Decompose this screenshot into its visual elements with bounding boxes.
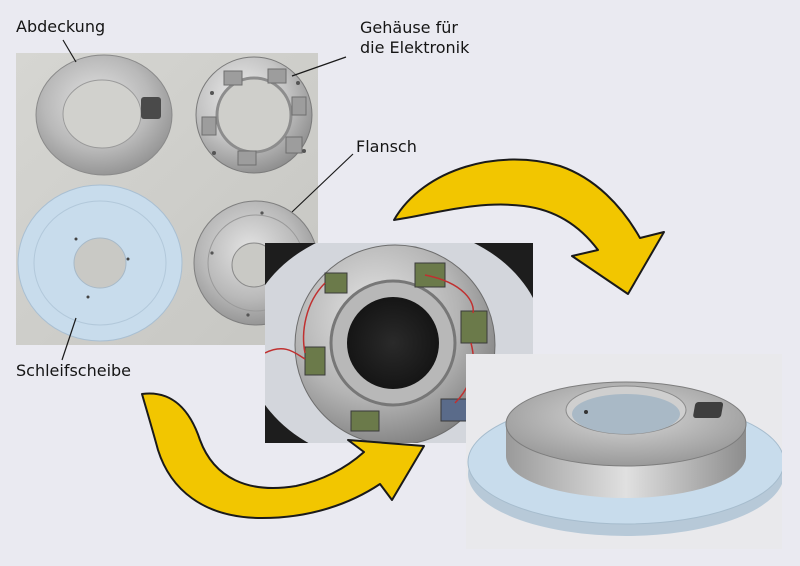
grinding-disc bbox=[17, 184, 183, 342]
label-grinding-disc: Schleifscheibe bbox=[16, 361, 132, 380]
arrow-top bbox=[393, 158, 665, 295]
label-flange: Flansch bbox=[356, 137, 417, 156]
leader-cover bbox=[62, 39, 77, 63]
assembled-photo bbox=[466, 354, 782, 549]
arrow-bottom bbox=[141, 392, 425, 519]
components-photo bbox=[16, 53, 318, 345]
label-cover: Abdeckung bbox=[16, 17, 106, 36]
leader-grinding-disc bbox=[61, 317, 77, 361]
electronics-housing bbox=[195, 56, 313, 174]
leader-flange bbox=[291, 153, 354, 213]
label-housing-line1: Gehäuse für bbox=[360, 18, 458, 37]
cover-ring bbox=[35, 54, 173, 176]
leader-housing bbox=[291, 56, 347, 77]
label-housing-line2: die Elektronik bbox=[360, 38, 470, 57]
